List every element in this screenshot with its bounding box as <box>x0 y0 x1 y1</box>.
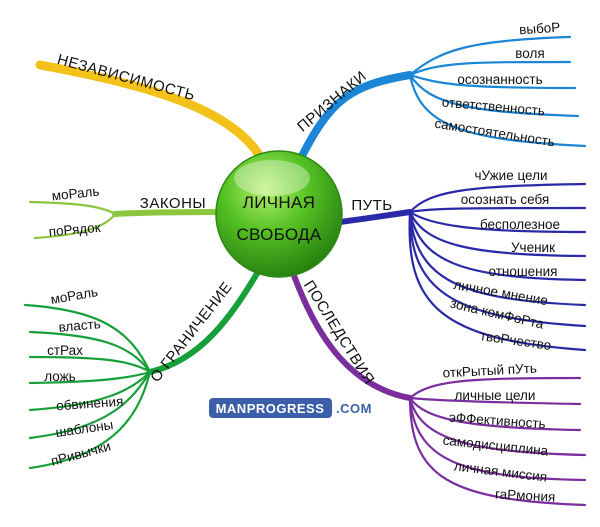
laws-item: моРаль <box>51 184 100 204</box>
branch-consequences-line <box>287 262 413 401</box>
branch-laws-line <box>112 209 225 217</box>
signs-sub-lines <box>408 35 587 148</box>
path-sub-lines <box>408 182 587 352</box>
path-item: чУжие цели <box>474 168 547 183</box>
consequences-item: личная миссия <box>453 458 548 484</box>
branch-limitation-label: О ГРАНИЧЕНИЕ <box>147 279 236 386</box>
path-item: бесполезное <box>480 217 560 232</box>
branch-signs-label: ПРИЗНАКИ <box>294 68 370 136</box>
limitation-sub-lines <box>23 303 152 470</box>
signs-item: самостоятельность <box>433 116 555 150</box>
branch-consequences-label: ПОСЛЕДСТВИЯ <box>300 277 378 387</box>
consequences-item: самодисциплина <box>442 433 549 459</box>
limitation-item: ложь <box>44 369 75 384</box>
path-item: отношения <box>488 264 557 279</box>
branch-independence-line <box>35 60 267 165</box>
laws-item: поРядок <box>48 220 101 239</box>
consequences-item: гаРмония <box>495 486 556 504</box>
center-node-highlight <box>234 160 310 196</box>
limitation-item: пРивычки <box>49 438 112 468</box>
limitation-item: обвинения <box>56 394 124 414</box>
consequences-sub-lines <box>408 376 587 507</box>
branch-path-label: ПУТЬ <box>351 197 392 214</box>
watermark-brand: MANPROGRESS <box>216 401 325 416</box>
path-item: осознать себя <box>461 192 549 207</box>
laws-sub-lines <box>28 200 117 240</box>
limitation-item: власть <box>58 316 101 335</box>
consequences-item: личные цели <box>455 388 536 403</box>
limitation-item: стРах <box>47 343 83 358</box>
consequences-item: откРытый пУть <box>442 361 537 381</box>
limitation-item: моРаль <box>49 284 99 307</box>
watermark-domain: .COM <box>336 401 372 416</box>
branch-limitation-line <box>147 262 265 375</box>
signs-item: ответственность <box>441 95 545 119</box>
watermark-badge <box>209 398 332 418</box>
center-title-line1: ЛИЧНАЯ <box>243 193 315 212</box>
branch-independence-label: НЕЗАВИСИМОСТЬ <box>55 51 197 104</box>
path-item: твоРчество <box>479 328 552 353</box>
branch-laws-label: ЗАКОНЫ <box>140 195 206 212</box>
consequences-item: эФФективность <box>449 410 547 432</box>
signs-item: осознанность <box>457 72 542 87</box>
center-node <box>215 150 343 278</box>
center-title-line2: СВОБОДА <box>236 225 321 244</box>
signs-item: воля <box>515 46 544 61</box>
branch-signs-line <box>296 71 414 164</box>
limitation-item: шаблоны <box>55 417 115 440</box>
signs-item: выбоР <box>519 20 561 38</box>
path-item: Ученик <box>511 240 555 255</box>
branch-path-line <box>337 209 413 225</box>
